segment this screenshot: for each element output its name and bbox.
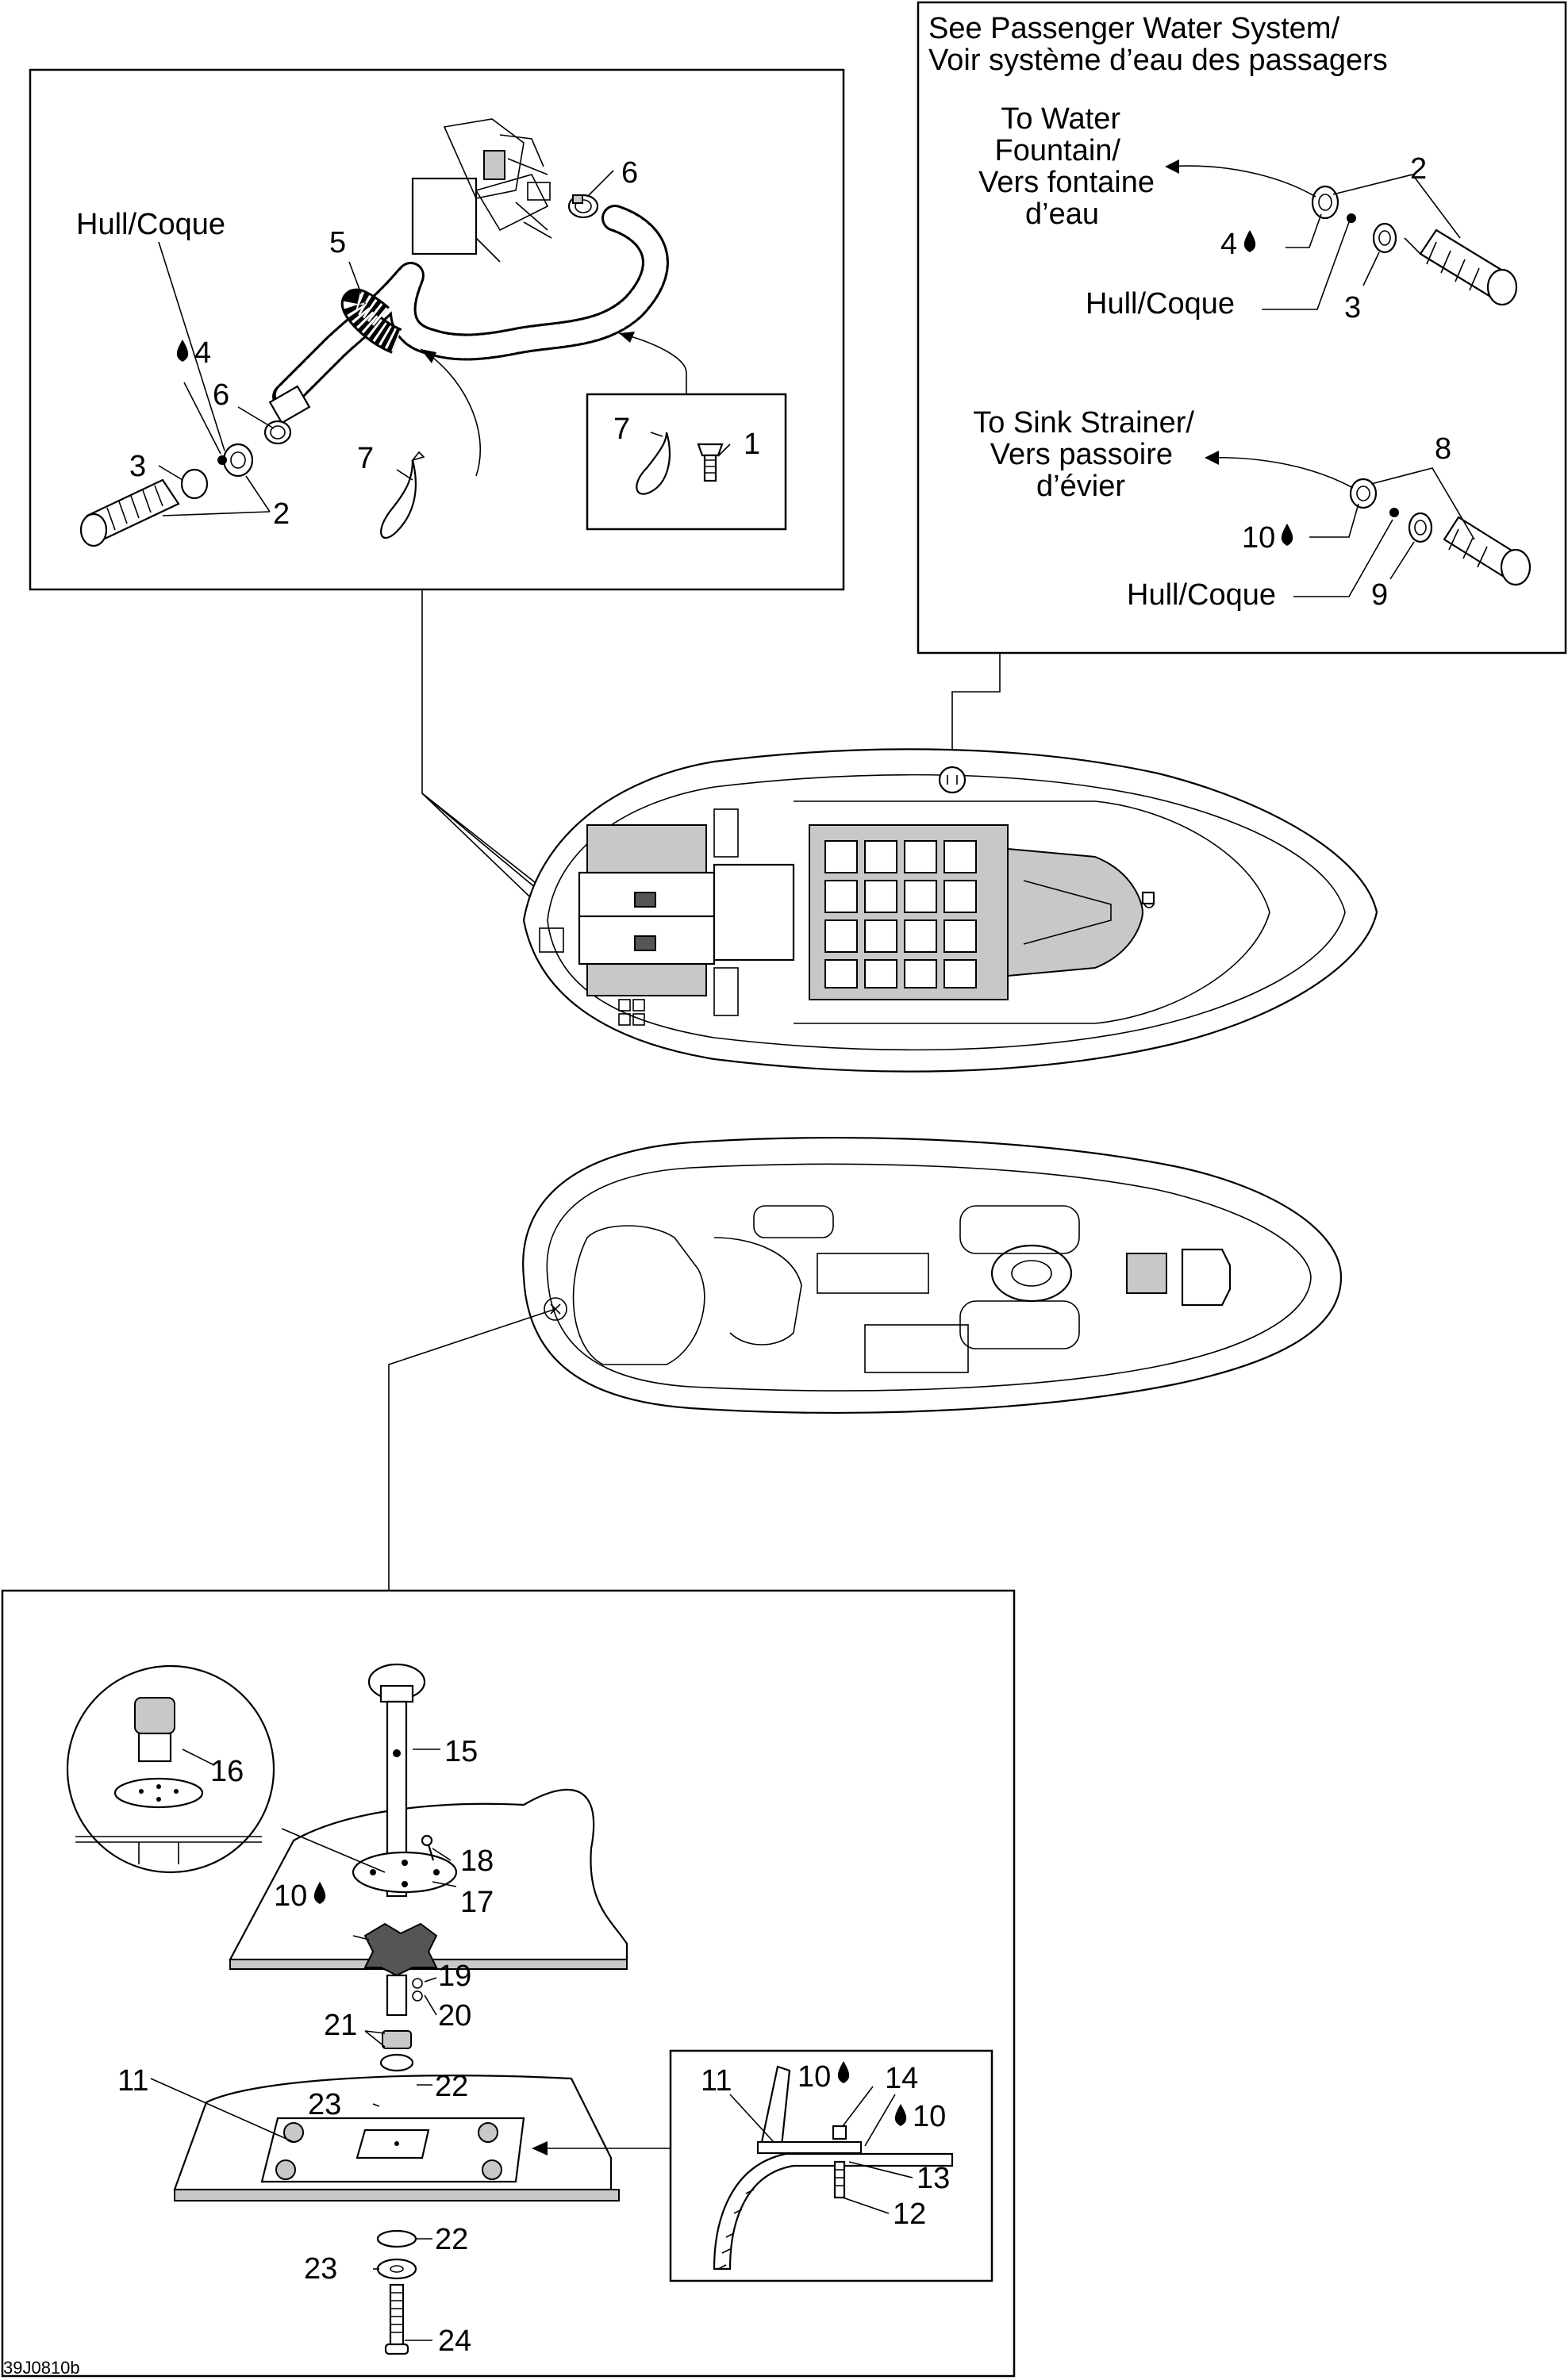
- drain-hose-box: [29, 68, 845, 591]
- callout-4-drain: 4: [194, 336, 211, 370]
- callout-15: 15: [444, 1735, 478, 1768]
- drain-plug-box: [1, 1589, 1016, 2378]
- passenger-water-box: [917, 1, 1567, 654]
- callout-2-fountain: 2: [1410, 152, 1427, 186]
- callout-6-top: 6: [621, 156, 638, 190]
- callout-1: 1: [744, 428, 760, 461]
- sealant-drop-icon: [176, 340, 189, 362]
- clamp-lower: [263, 420, 292, 445]
- see-passenger-line1: See Passenger Water System/: [928, 12, 1340, 45]
- callout-24: 24: [438, 2324, 471, 2358]
- callout-7-drain: 7: [357, 442, 374, 475]
- callout-9: 9: [1371, 578, 1388, 612]
- callout-14: 14: [885, 2062, 918, 2095]
- inset-box-tiewrap: [586, 332, 787, 531]
- sink-fitting: [1349, 478, 1531, 586]
- callout-10-inset-b: 10: [913, 2100, 946, 2133]
- see-passenger-line2: Voir système d’eau des passagers: [928, 44, 1388, 77]
- callout-18: 18: [460, 1844, 494, 1878]
- callout-2-drain: 2: [273, 497, 290, 531]
- hull-label-sink: Hull/Coque: [1127, 578, 1276, 612]
- callout-22-upper: 22: [435, 2070, 468, 2103]
- callout-16: 16: [210, 1755, 244, 1788]
- drain-fitting: [79, 443, 254, 547]
- sealant-drop-icon: [837, 2061, 850, 2083]
- fountain-fitting: [1311, 185, 1518, 306]
- callout-12: 12: [893, 2198, 926, 2231]
- figure-code: 39J0810b: [3, 2358, 80, 2378]
- water-fountain-line1: To Water: [1001, 102, 1120, 136]
- hull-label-drain: Hull/Coque: [76, 208, 225, 241]
- callout-5: 5: [329, 226, 346, 259]
- mounting-plate: [260, 2117, 525, 2183]
- callout-3-drain: 3: [129, 450, 146, 483]
- callout-10-sink: 10: [1242, 521, 1275, 555]
- sealant-drop-icon: [313, 1882, 326, 1904]
- sealant-drop-icon: [1243, 230, 1256, 252]
- boat-deck-view: [522, 1137, 1343, 1414]
- boat-top-view: [522, 748, 1378, 1073]
- callout-4-fountain: 4: [1220, 228, 1237, 261]
- water-fountain-line4: d’eau: [1025, 198, 1099, 231]
- water-fountain-line3: Vers fontaine: [978, 166, 1155, 199]
- drain-hose: [268, 205, 669, 424]
- sink-strainer-line3: d’évier: [1036, 470, 1125, 503]
- callout-21: 21: [324, 2009, 357, 2042]
- callout-23-upper: 23: [308, 2088, 341, 2121]
- callout-10-inset-a: 10: [797, 2060, 831, 2094]
- callout-23-lower: 23: [304, 2252, 337, 2286]
- callout-17: 17: [460, 1886, 494, 1919]
- callout-7-inset: 7: [613, 413, 630, 446]
- detail-circle-16: [66, 1664, 275, 1874]
- callout-3-fountain: 3: [1344, 291, 1361, 324]
- callout-10-flange: 10: [274, 1879, 307, 1913]
- callout-11-main: 11: [117, 2064, 148, 2098]
- pump-sketch: [411, 118, 552, 263]
- callout-11-inset: 11: [701, 2064, 732, 2098]
- sink-strainer-line1: To Sink Strainer/: [973, 406, 1194, 440]
- hull-label-fountain: Hull/Coque: [1086, 287, 1235, 321]
- inset-section-view: [669, 2049, 993, 2282]
- callout-19: 19: [438, 1960, 471, 1993]
- sink-strainer-line2: Vers passoire: [990, 438, 1173, 471]
- clamp-top: [567, 194, 599, 219]
- callout-13: 13: [917, 2162, 950, 2195]
- callout-22-lower: 22: [435, 2223, 468, 2256]
- water-fountain-line2: Fountain/: [995, 134, 1121, 167]
- sealant-drop-icon: [1281, 524, 1293, 546]
- sealant-drop-icon: [894, 2104, 907, 2126]
- callout-6-lower: 6: [213, 378, 229, 412]
- callout-8: 8: [1435, 432, 1451, 466]
- tie-wrap: [380, 451, 425, 539]
- callout-20: 20: [438, 1999, 471, 2033]
